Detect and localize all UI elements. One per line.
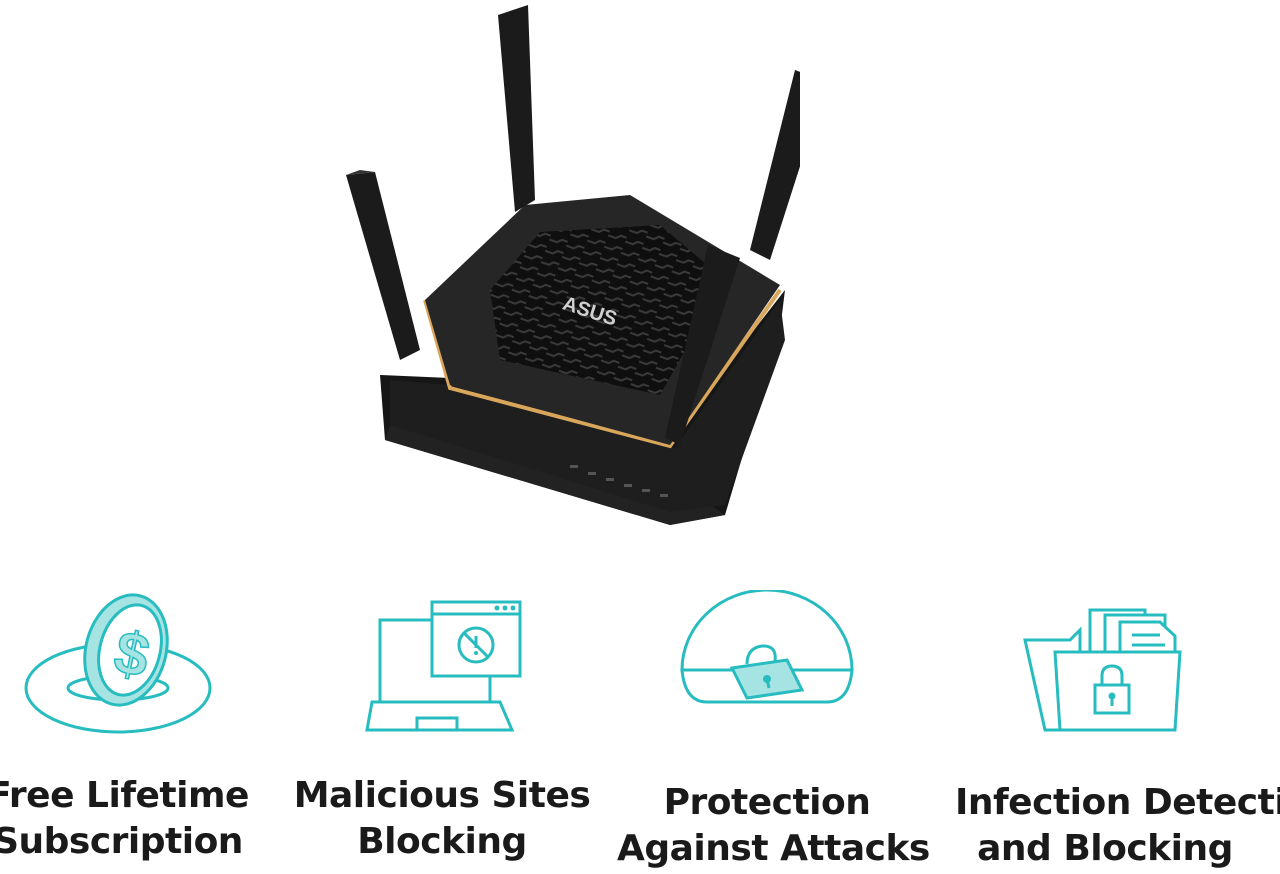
laptop-blocked-site-icon [362,590,522,744]
feature-label: Protection Against Attacks [617,782,930,869]
feature-malicious-sites-blocking: Malicious Sites Blocking [292,590,592,874]
router-product-image: ASUS [330,0,827,535]
feature-free-lifetime-subscription: $ Free Lifetime Subscription [0,590,268,874]
feature-infection-detection-blocking: Infection Detection and Blocking [955,590,1280,874]
antenna-left [346,172,420,360]
feature-protection-against-attacks: Protection Against Attacks [617,588,930,874]
router-illustration: ASUS [346,5,827,525]
feature-label: Infection Detection and Blocking [955,782,1280,869]
antenna-back-right [750,70,827,260]
feature-label: Free Lifetime Subscription [0,775,249,862]
dome-shield-lock-icon [677,588,857,744]
antenna-back-left [498,5,535,212]
feature-label: Malicious Sites Blocking [293,775,591,862]
antenna-front-right [665,245,740,445]
folder-lock-icon [1020,590,1190,744]
coin-dollar-icon: $ [18,590,218,744]
svg-text:$: $ [109,618,156,690]
